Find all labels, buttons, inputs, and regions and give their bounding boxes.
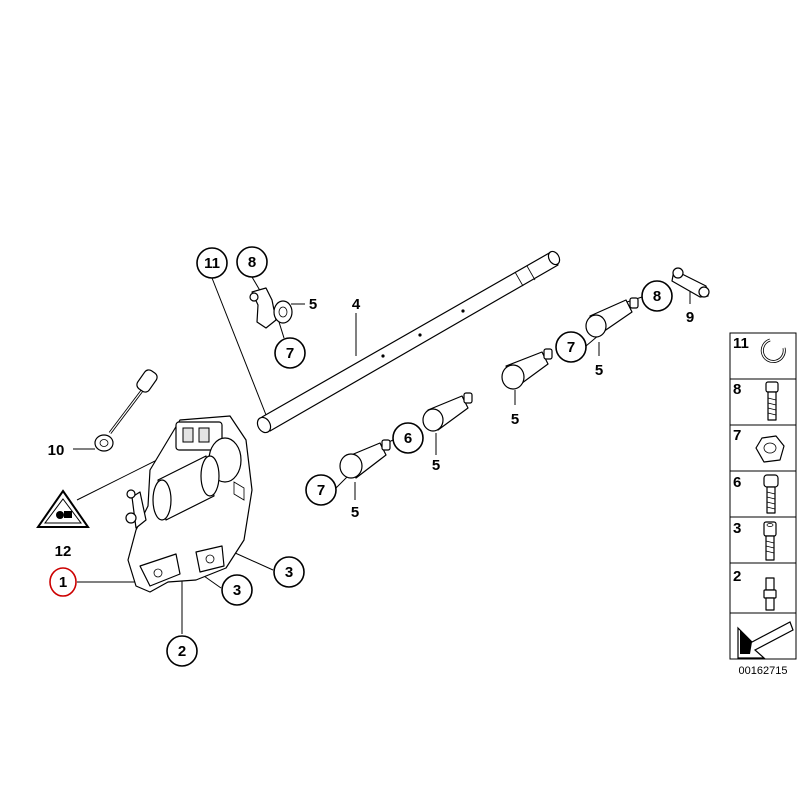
callout-11: 11 — [196, 247, 228, 279]
hex-bolt-icon — [765, 381, 779, 421]
svg-text:3: 3 — [233, 582, 241, 599]
label-5-lower: 5 — [351, 504, 359, 521]
callout-6: 6 — [392, 422, 424, 454]
label-5-middle: 5 — [432, 457, 440, 474]
circlip-icon — [760, 338, 786, 363]
svg-text:8: 8 — [653, 288, 661, 305]
label-5-top: 5 — [309, 296, 317, 313]
callout-7-top: 7 — [274, 337, 306, 369]
label-4: 4 — [352, 296, 361, 313]
small-lever — [249, 287, 293, 329]
actuator-housing — [125, 415, 253, 593]
svg-text:6: 6 — [404, 430, 412, 447]
bolt-icon — [763, 474, 779, 514]
legend-number-3: 3 — [733, 520, 741, 537]
ball-socket-lower — [339, 439, 391, 479]
socket-screw-icon — [763, 521, 777, 561]
callout-8-right: 8 — [641, 280, 673, 312]
link-rod — [94, 369, 158, 452]
arrow-icon — [737, 621, 794, 659]
callout-7-lower: 7 — [305, 474, 337, 506]
svg-text:2: 2 — [178, 643, 186, 660]
callout-7-right: 7 — [555, 331, 587, 363]
callout-2: 2 — [166, 635, 198, 667]
svg-text:3: 3 — [285, 564, 293, 581]
stud-icon — [763, 577, 777, 611]
hex-nut-icon — [755, 435, 785, 463]
callout-8-top: 8 — [236, 246, 268, 278]
ball-socket-top-right — [585, 297, 639, 338]
document-number: 00162715 — [739, 665, 788, 677]
warning-label — [36, 489, 90, 528]
legend-number-6: 6 — [733, 474, 741, 491]
label-5-right: 5 — [595, 362, 603, 379]
svg-text:1: 1 — [59, 574, 67, 591]
svg-text:7: 7 — [317, 482, 325, 499]
callout-3-center: 3 — [221, 574, 253, 606]
ball-socket-middle-right — [501, 348, 553, 390]
legend-panel: 11 8 7 6 3 — [729, 332, 797, 660]
svg-text:11: 11 — [204, 255, 220, 272]
legend-number-8: 8 — [733, 381, 741, 398]
connecting-link — [671, 267, 710, 298]
callout-1-highlighted[interactable]: 1 — [49, 567, 77, 597]
label-9: 9 — [686, 309, 694, 326]
ball-socket-middle — [422, 392, 473, 432]
legend-number-2: 2 — [733, 568, 741, 585]
svg-text:7: 7 — [567, 339, 575, 356]
svg-text:7: 7 — [286, 345, 294, 362]
legend-number-11: 11 — [733, 335, 749, 352]
shift-shaft — [256, 250, 561, 434]
legend-number-7: 7 — [733, 427, 741, 444]
label-10: 10 — [48, 442, 65, 459]
label-5-middle-right: 5 — [511, 411, 519, 428]
svg-text:8: 8 — [248, 254, 256, 271]
label-12: 12 — [55, 543, 72, 560]
callout-3-right: 3 — [273, 556, 305, 588]
